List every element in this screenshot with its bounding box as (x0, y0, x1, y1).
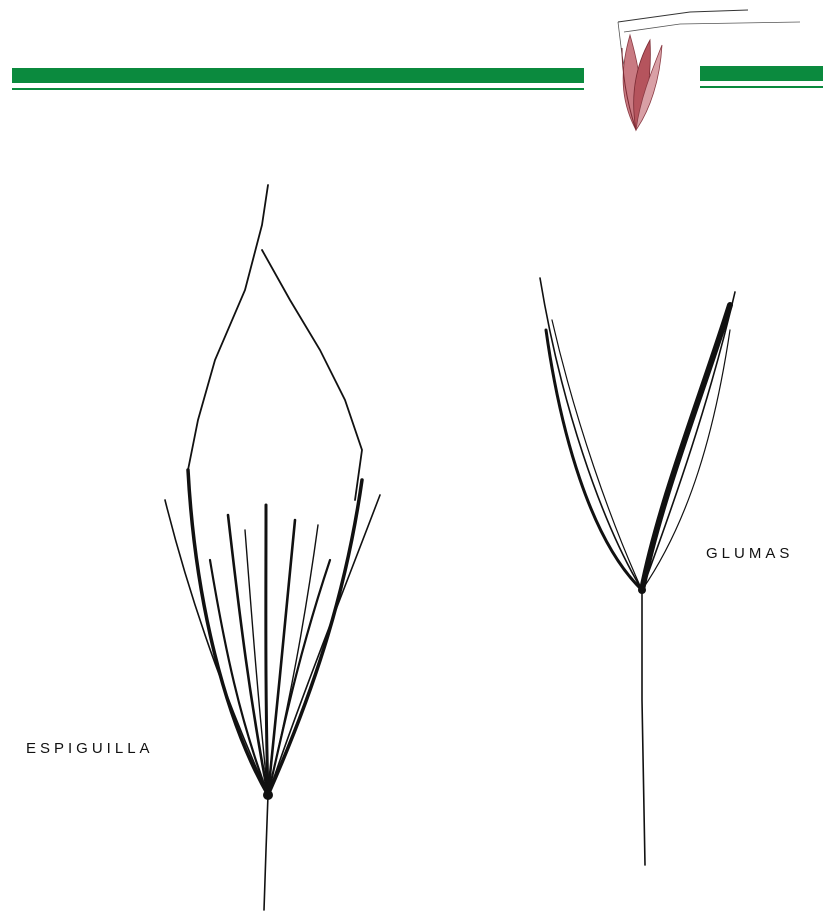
spikelet-label: ESPIGUILLA (26, 740, 154, 757)
spikelet-drawing (165, 185, 380, 910)
glumes-drawing (540, 278, 735, 865)
grass-spikelet-icon (618, 10, 800, 130)
glumes-label: GLUMAS (706, 545, 793, 562)
